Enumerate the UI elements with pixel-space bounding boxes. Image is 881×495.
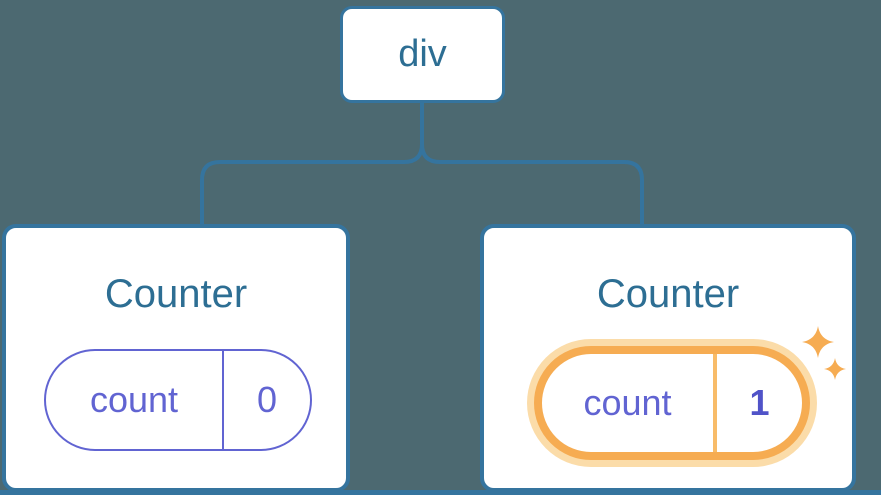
state-value: 0 xyxy=(256,379,278,420)
card-title: Counter xyxy=(596,272,740,316)
state-value: 1 xyxy=(749,382,770,423)
tree-node-div: div xyxy=(340,6,505,103)
counter-card-left: Counter count 0 xyxy=(2,224,350,492)
counter-card-right: Counter count 1 xyxy=(480,224,856,492)
connector-left-branch xyxy=(200,103,424,224)
tree-node-div-label: div xyxy=(398,33,447,75)
bottom-border-line xyxy=(0,490,881,495)
sparkle-icon xyxy=(824,358,846,380)
state-key: count xyxy=(46,351,224,449)
card-title: Counter xyxy=(104,272,248,316)
state-key: count xyxy=(542,354,717,452)
sparkle-icon xyxy=(802,326,834,358)
state-pill-highlighted: count 1 xyxy=(534,346,810,460)
state-pill: count 0 xyxy=(44,349,312,451)
connector-right-branch xyxy=(420,103,644,224)
